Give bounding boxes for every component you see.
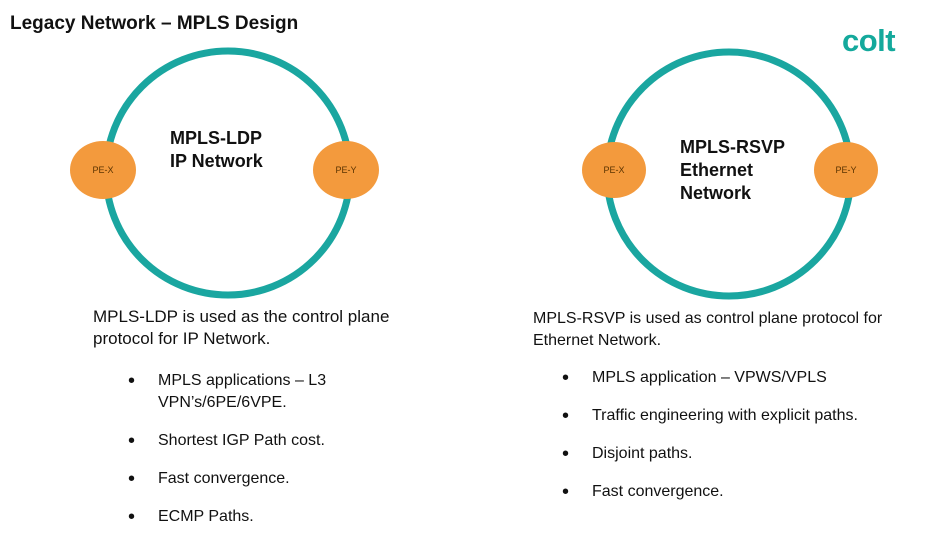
right-bullet-text: MPLS application – VPWS/VPLS [592, 369, 827, 386]
left-bullet-item: • Shortest IGP Path cost. [128, 430, 388, 452]
right-network-label-line3: Network [680, 183, 752, 203]
right-bullet-text: Fast convergence. [592, 483, 724, 500]
bullet-dot-icon: • [562, 367, 570, 389]
page-title: Legacy Network – MPLS Design [10, 13, 299, 34]
right-bullet-item: • Fast convergence. [562, 481, 912, 503]
right-bullet-item: • MPLS application – VPWS/VPLS [562, 367, 912, 389]
left-pe-y-node [313, 141, 379, 199]
right-description: MPLS-RSVP is used as control plane proto… [533, 310, 883, 349]
left-bullet-item: • ECMP Paths. [128, 506, 388, 528]
left-network-label: MPLS-LDP IP Network [170, 127, 263, 173]
right-pe-x-label: PE-X [603, 165, 624, 175]
left-pe-x-label: PE-X [92, 165, 113, 175]
left-bullet-text: MPLS applications – L3 VPN’s/6PE/6VPE. [158, 372, 327, 411]
right-network-label-line2: Ethernet [680, 160, 754, 180]
left-network-label-line1: MPLS-LDP [170, 128, 262, 148]
right-bullet-list: • MPLS application – VPWS/VPLS • Traffic… [562, 367, 912, 503]
left-network-label-line2: IP Network [170, 151, 263, 171]
right-bullet-item: • Disjoint paths. [562, 443, 912, 465]
bullet-dot-icon: • [562, 443, 570, 465]
left-bullet-text: Fast convergence. [158, 470, 290, 487]
left-description: MPLS-LDP is used as the control plane pr… [93, 307, 390, 348]
bullet-dot-icon: • [128, 430, 136, 452]
left-bullet-text: Shortest IGP Path cost. [158, 432, 325, 449]
right-bullet-text: Disjoint paths. [592, 445, 693, 462]
right-network-label-line1: MPLS-RSVP [680, 137, 786, 157]
left-bullet-text: ECMP Paths. [158, 508, 254, 525]
right-bullet-item: • Traffic engineering with explicit path… [562, 405, 912, 427]
right-bullet-text: Traffic engineering with explicit paths. [592, 407, 858, 424]
left-bullet-item: • MPLS applications – L3 VPN’s/6PE/6VPE. [128, 370, 388, 414]
right-pe-x-node [582, 142, 646, 198]
right-pe-y-label: PE-Y [835, 165, 856, 175]
bullet-dot-icon: • [128, 506, 136, 528]
left-pe-x-node [70, 141, 136, 199]
left-pe-y-label: PE-Y [335, 165, 356, 175]
colt-logo: colt [842, 23, 896, 58]
bullet-dot-icon: • [562, 405, 570, 427]
bullet-dot-icon: • [562, 481, 570, 503]
bullet-dot-icon: • [128, 370, 136, 392]
right-network-label: MPLS-RSVP Ethernet Network [680, 136, 785, 205]
left-bullet-list: • MPLS applications – L3 VPN’s/6PE/6VPE.… [128, 370, 388, 528]
right-pe-y-node [814, 142, 878, 198]
left-bullet-item: • Fast convergence. [128, 468, 388, 490]
bullet-dot-icon: • [128, 468, 136, 490]
